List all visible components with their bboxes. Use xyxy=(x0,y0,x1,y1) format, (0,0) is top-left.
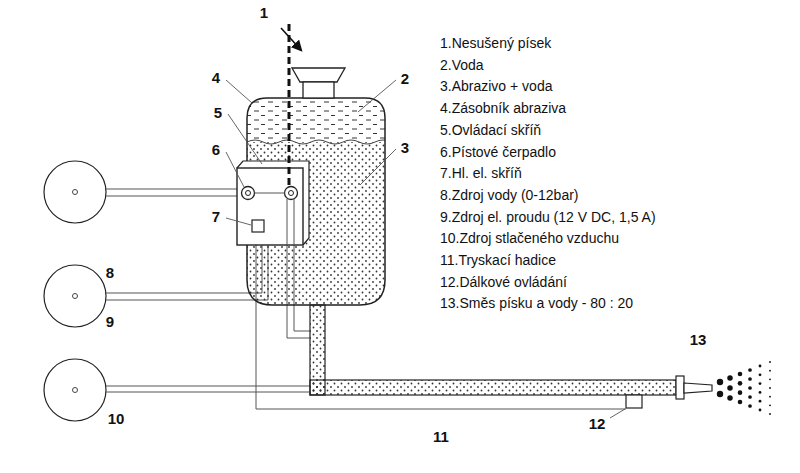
key-entry: 10.Zdroj stlačeného vzduchu xyxy=(440,230,619,246)
hopper-neck xyxy=(303,82,334,98)
spray-particle xyxy=(759,382,762,385)
water-inlet xyxy=(246,191,251,196)
sand-feed xyxy=(288,24,291,186)
water-pipe xyxy=(106,189,241,196)
key-entry: 11.Tryskací hadice xyxy=(440,252,556,268)
spray-particle xyxy=(769,387,771,389)
key-entry: 5.Ovládací skříň xyxy=(440,122,541,138)
spray-particle xyxy=(727,395,733,401)
nozzle xyxy=(684,383,712,393)
leader-line xyxy=(226,80,252,103)
key-entry: 12.Dálkové ovládání xyxy=(440,274,567,290)
callout-number: 8 xyxy=(106,264,114,281)
spray-particle xyxy=(738,381,743,386)
key-entry: 13.Směs písku a vody - 80 : 20 xyxy=(440,295,633,311)
spray-particle xyxy=(748,377,752,381)
key-entry: 8.Zdroj vody (0-12bar) xyxy=(440,187,579,203)
pump-pipe xyxy=(287,199,294,245)
spray-particle xyxy=(738,372,743,377)
leader-line xyxy=(228,114,262,164)
callout-number: 9 xyxy=(106,313,114,330)
power-cable xyxy=(106,293,268,300)
nozzle-collar xyxy=(676,376,684,399)
spray-particle xyxy=(727,385,733,391)
callout-number: 12 xyxy=(589,415,606,432)
key-entry: 2.Voda xyxy=(440,57,484,73)
callout-number: 3 xyxy=(401,139,409,156)
water-level xyxy=(247,140,391,144)
piston-pump xyxy=(285,187,298,200)
source-dot xyxy=(73,190,78,195)
spray-particle xyxy=(759,400,762,403)
air-source xyxy=(44,359,106,421)
callout-number: 2 xyxy=(401,70,409,87)
outlet-pipe xyxy=(310,305,325,395)
spray-particle xyxy=(769,378,771,380)
spray-particle xyxy=(748,404,752,408)
spray-particle xyxy=(738,400,743,405)
callout-number: 7 xyxy=(212,208,220,225)
spray-particle xyxy=(727,375,733,381)
leader-line xyxy=(226,152,244,187)
spray-particle xyxy=(759,391,762,394)
piston-pump xyxy=(289,191,294,196)
electric-box xyxy=(252,220,264,232)
key-entry: 3.Abrazivo + voda xyxy=(440,78,552,94)
spray-particle xyxy=(769,370,771,372)
callout-number: 11 xyxy=(433,428,449,445)
feed-arrow xyxy=(281,28,301,50)
key-entry: 4.Zásobník abraziva xyxy=(440,100,566,116)
spray-particle xyxy=(769,413,771,415)
remote-control xyxy=(626,395,642,408)
callout-number: 6 xyxy=(212,141,220,158)
spray-particle xyxy=(748,395,752,399)
hose-joint xyxy=(311,381,325,395)
water-source xyxy=(44,161,106,223)
spray-particle xyxy=(717,391,723,397)
callout-number: 5 xyxy=(214,104,222,121)
control-box xyxy=(237,168,303,245)
spray-particle xyxy=(759,365,762,368)
control-box-depth xyxy=(237,161,309,245)
spray-particle xyxy=(769,404,771,406)
key-entry: 1.Nesušený písek xyxy=(440,35,551,51)
key-entry: 7.Hl. el. skříň xyxy=(440,165,522,181)
key-entry: 9.Zdroj el. proudu (12 V DC, 1,5 A) xyxy=(440,209,656,225)
pump-link xyxy=(254,193,285,194)
spray-particle xyxy=(748,368,752,372)
blast-hose xyxy=(310,380,676,395)
leader-line xyxy=(358,80,396,112)
callout-number: 1 xyxy=(260,4,268,21)
callout-number: 13 xyxy=(690,331,707,348)
hopper xyxy=(292,68,345,82)
spray-particle xyxy=(748,386,752,390)
spray-particle xyxy=(759,373,762,376)
spray-particle xyxy=(738,390,743,395)
callout-number: 4 xyxy=(212,69,220,86)
leader-line xyxy=(226,218,251,225)
spray-particle xyxy=(759,409,762,412)
air-pipe xyxy=(106,386,310,392)
source-dot xyxy=(73,294,78,299)
source-dot xyxy=(73,388,78,393)
spray-particle xyxy=(769,361,771,363)
water-inlet xyxy=(242,187,255,200)
spray xyxy=(717,361,771,415)
spray-particle xyxy=(717,379,723,385)
key-entry: 6.Pístové čerpadlo xyxy=(440,144,556,160)
spray-particle xyxy=(769,396,771,398)
power-source xyxy=(44,265,106,327)
leader-line xyxy=(610,409,625,418)
leader-line xyxy=(360,149,396,185)
callout-number: 10 xyxy=(108,410,125,427)
